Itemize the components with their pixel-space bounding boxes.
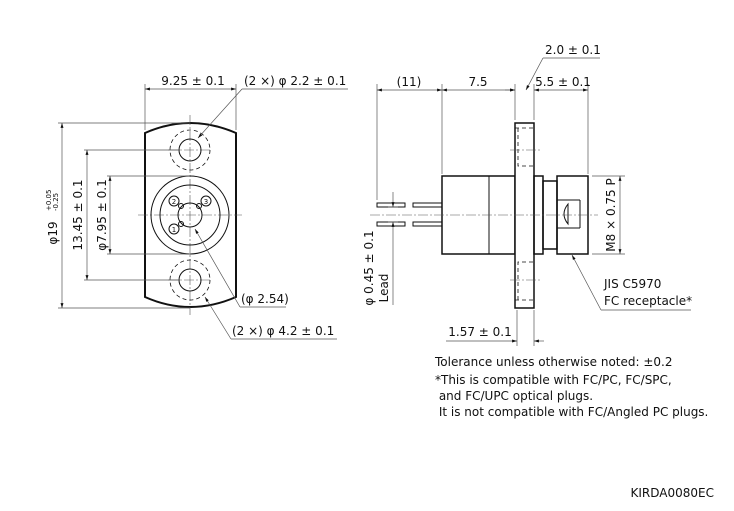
offset-dim: 1.57 ± 0.1: [448, 325, 512, 339]
note-line: *This is compatible with FC/PC, FC/SPC,: [435, 373, 672, 387]
note-line: Tolerance unless otherwise noted: ±0.2: [434, 355, 673, 369]
front-view: 1 2 3 9.25 ± 0.1 (2 ×) φ 2.2 ± 0.1 φ19 +…: [45, 74, 348, 340]
pin-3-label: 3: [204, 198, 208, 206]
side-view: (11) 7.5 5.5 ± 0.1 2.0 ± 0.1 M8 × 0.75 P…: [362, 43, 692, 346]
body-length-dim: 7.5: [468, 75, 487, 89]
leads: [376, 202, 443, 227]
lead-label: Lead: [377, 274, 391, 303]
thread-dim: M8 × 0.75 P: [604, 178, 618, 251]
hole-pitch-dim: 13.45 ± 0.1: [71, 179, 85, 250]
outer-diameter-dim: φ19: [46, 221, 60, 244]
flange-thickness-dim: 2.0 ± 0.1: [545, 43, 601, 57]
drawing-code: KIRDA0080EC: [631, 486, 714, 500]
outer-tol-minus: -0.25: [52, 193, 60, 211]
body-diameter-dim: φ7.95 ± 0.1: [95, 179, 109, 250]
pin-circle-dim: (φ 2.54): [241, 292, 289, 306]
receptacle-label-1: JIS C5970: [603, 277, 661, 291]
lead-diameter-dim: φ 0.45 ± 0.1: [362, 230, 376, 305]
small-hole-dim: (2 ×) φ 2.2 ± 0.1: [244, 74, 346, 88]
pin-2-label: 2: [172, 198, 176, 206]
pin-1-label: 1: [172, 226, 176, 234]
large-hole-dim: (2 ×) φ 4.2 ± 0.1: [232, 324, 334, 338]
notes: Tolerance unless otherwise noted: ±0.2 *…: [434, 355, 708, 419]
note-line: It is not compatible with FC/Angled PC p…: [435, 405, 708, 419]
note-line: and FC/UPC optical plugs.: [435, 389, 593, 403]
outer-tol-plus: +0.05: [45, 190, 53, 211]
width-dim: 9.25 ± 0.1: [161, 74, 225, 88]
lead-length-dim: (11): [397, 75, 422, 89]
receptacle-length-dim: 5.5 ± 0.1: [535, 75, 591, 89]
receptacle-label-2: FC receptacle*: [604, 294, 692, 308]
